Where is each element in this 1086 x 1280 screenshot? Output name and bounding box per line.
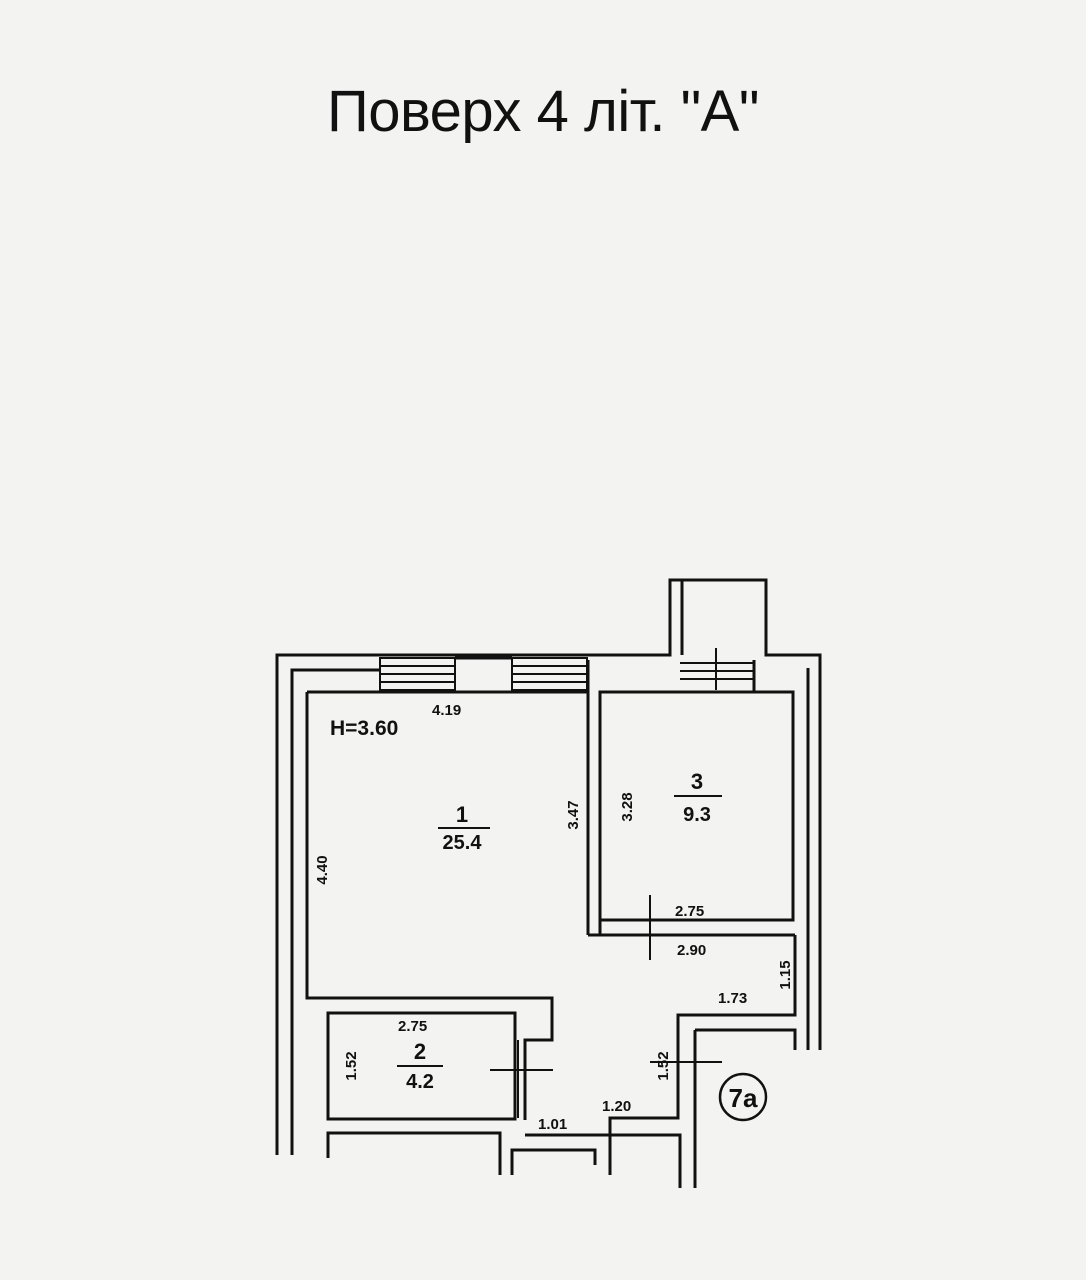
room-3-outline	[588, 660, 795, 960]
apartment-label: 7а	[729, 1083, 758, 1113]
dim-room3-width: 2.75	[675, 903, 704, 920]
room-3-number: 3	[691, 769, 703, 794]
ceiling-height-label: H=3.60	[330, 717, 398, 740]
dim-room2-width: 2.75	[398, 1018, 427, 1035]
dim-room1-width: 4.19	[432, 702, 461, 719]
dim-room2-height: 1.52	[343, 1051, 360, 1080]
room-3-area: 9.3	[683, 804, 711, 826]
dim-entry-height: 1.52	[655, 1051, 672, 1080]
dim-room1-right: 3.47	[565, 800, 582, 829]
dim-room1-height: 4.40	[314, 855, 331, 884]
room-2-number: 2	[414, 1039, 426, 1064]
window-left	[379, 657, 456, 691]
dim-entry-width: 1.20	[602, 1098, 631, 1115]
room-1-outline	[305, 656, 590, 1120]
window-middle	[511, 657, 588, 691]
room-2-outline	[326, 1011, 553, 1121]
corridor-outline	[595, 935, 797, 1188]
dim-corridor-side: 1.15	[777, 960, 794, 989]
outer-walls	[275, 578, 822, 1155]
balcony-door	[680, 648, 754, 690]
dim-room3-height: 3.28	[619, 792, 636, 821]
room-1-number: 1	[456, 802, 468, 827]
floor-title: Поверх 4 літ. "А"	[327, 79, 759, 144]
room-2-area: 4.2	[406, 1071, 434, 1093]
dim-corridor-width: 1.73	[718, 990, 747, 1007]
apartment-marker-circle	[718, 1072, 768, 1122]
room-1-area: 25.4	[443, 832, 483, 854]
dim-corridor-top: 2.90	[677, 942, 706, 959]
lower-walls	[326, 1131, 682, 1188]
dim-passage-width: 1.01	[538, 1116, 567, 1133]
